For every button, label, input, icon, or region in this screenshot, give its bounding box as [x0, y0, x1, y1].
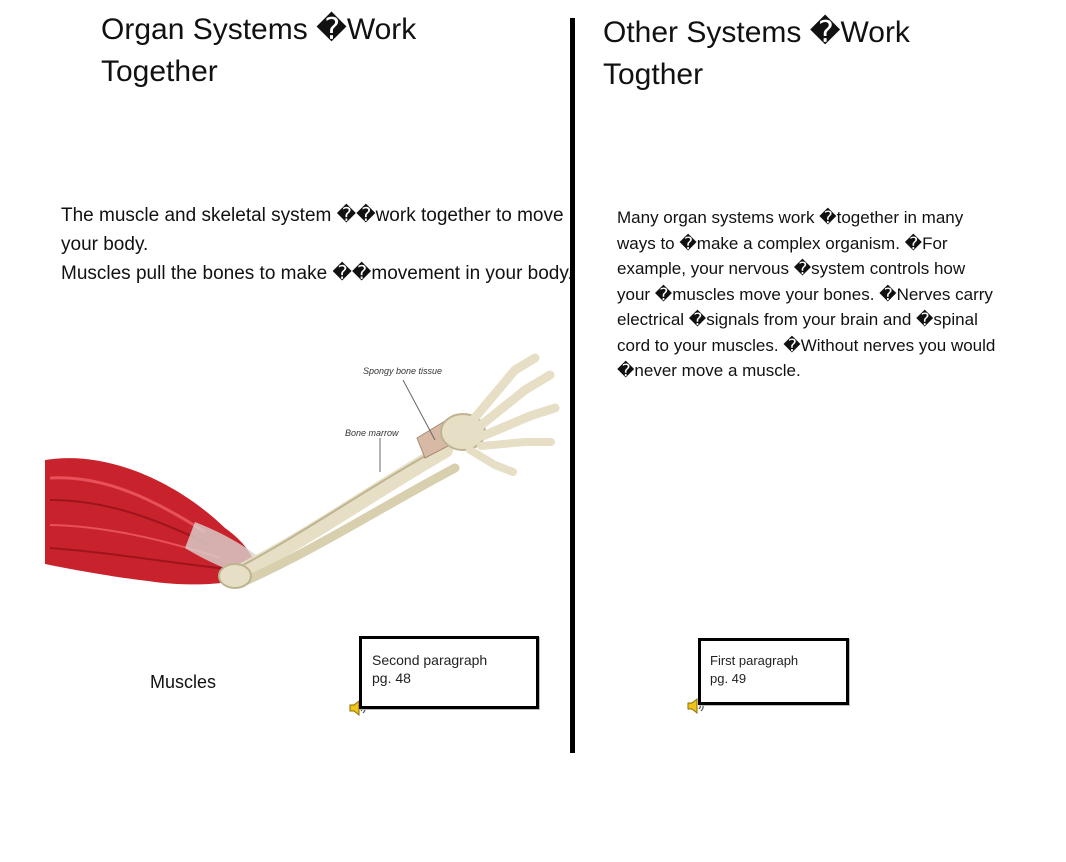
reference-box-left: Second paragraph pg. 48: [359, 636, 539, 709]
arm-illustration: Spongy bone tissue Bone marrow: [45, 350, 565, 600]
reference-line-1: First paragraph: [710, 653, 799, 668]
left-title-line2: Together: [101, 55, 218, 88]
reference-box-right: First paragraph pg. 49: [698, 638, 849, 705]
left-paragraph-2: Muscles pull the bones to make ��movemen…: [61, 263, 573, 284]
label-bone-marrow: Bone marrow: [345, 428, 399, 438]
left-title: Organ Systems �Work Together: [101, 9, 541, 93]
muscle-highlight: [49, 547, 236, 571]
bone-shape: [227, 442, 453, 583]
finger-bone: [478, 403, 560, 441]
finger-bone: [466, 446, 517, 476]
label-leader: [402, 379, 436, 441]
tendon-shape: [185, 522, 260, 576]
finger-bone: [475, 370, 555, 431]
elbow-joint: [218, 563, 252, 589]
arm-illustration-svg: [45, 353, 560, 589]
left-paragraph-1: The muscle and skeletal system ��work to…: [61, 205, 564, 255]
column-divider: [570, 18, 575, 753]
left-title-line1: Organ Systems �Work: [101, 13, 417, 46]
figure-caption: Muscles: [150, 672, 217, 692]
reference-line-2: pg. 48: [372, 670, 411, 686]
left-body-text: The muscle and skeletal system ��work to…: [61, 201, 573, 288]
bone-shape: [229, 445, 444, 573]
label-spongy-bone: Spongy bone tissue: [363, 366, 443, 376]
right-title: Other Systems �Work Togther: [603, 12, 1043, 96]
right-title-line1: Other Systems �Work: [603, 16, 910, 49]
reference-line-2: pg. 49: [710, 671, 747, 686]
right-body-text: Many organ systems work �together in man…: [617, 205, 999, 384]
finger-bone: [468, 353, 540, 425]
finger-bone: [477, 438, 555, 450]
right-paragraph: Many organ systems work �together in man…: [617, 208, 996, 380]
right-title-line2: Togther: [603, 58, 704, 91]
bone-shape: [238, 463, 460, 587]
reference-line-1: Second paragraph: [372, 652, 488, 668]
muscle-highlight: [49, 476, 206, 534]
